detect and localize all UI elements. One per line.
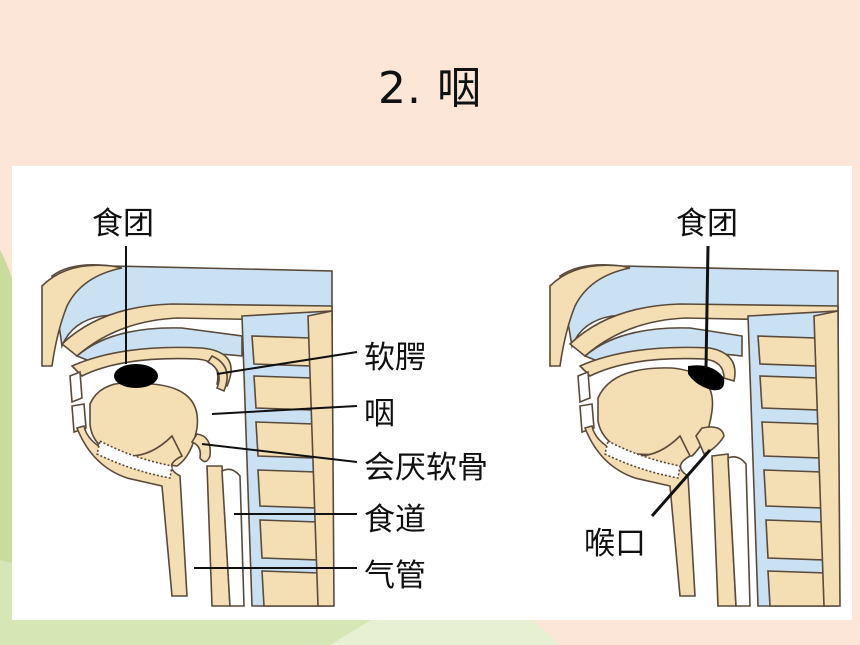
label-bolus-left: 食团	[92, 206, 154, 242]
right-anatomy	[549, 263, 841, 607]
label-trachea: 气管	[364, 558, 426, 594]
label-pharynx: 咽	[364, 396, 395, 432]
diagram-panel: 食团 软腭 咽 会厌软骨 食道 气管 食团 喉口	[12, 166, 852, 620]
label-soft-palate: 软腭	[364, 340, 426, 376]
slide-title: 2. 咽	[378, 63, 482, 114]
right-leader-lines	[650, 245, 712, 517]
left-anatomy	[41, 263, 335, 607]
swallowing-diagrams	[41, 245, 841, 607]
left-leader-lines	[125, 246, 358, 569]
label-bolus-right: 食团	[676, 206, 738, 242]
right-bolus	[688, 365, 725, 391]
left-bolus	[114, 364, 158, 388]
label-esophagus: 食道	[364, 502, 426, 538]
label-epiglottis: 会厌软骨	[364, 450, 488, 486]
label-larynx-opening: 喉口	[584, 526, 646, 562]
